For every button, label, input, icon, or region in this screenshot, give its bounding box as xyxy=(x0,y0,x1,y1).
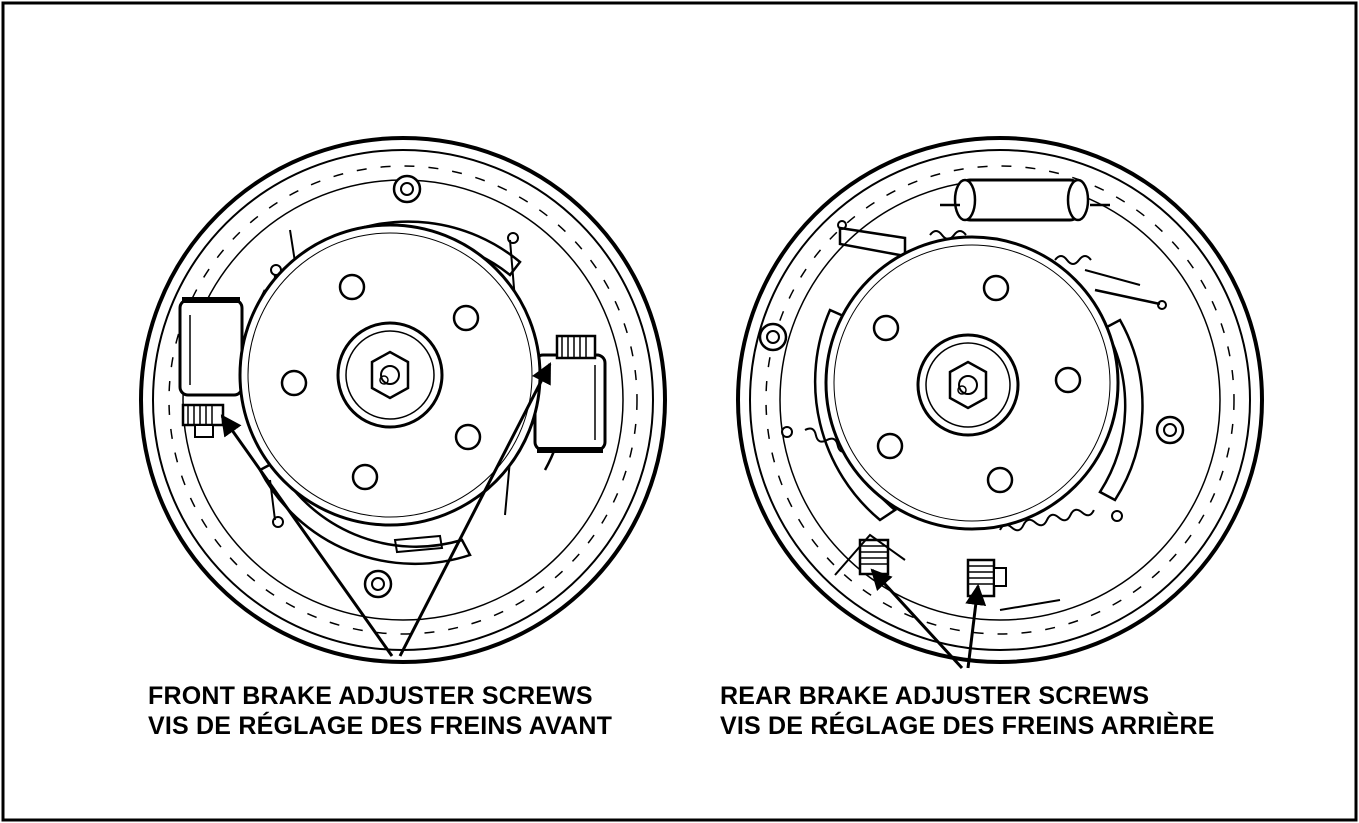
rear-lug-hole xyxy=(982,274,1010,302)
rear-lug-hole xyxy=(986,466,1014,494)
rear-caption-french: VIS DE RÉGLAGE DES FREINS ARRIÈRE xyxy=(720,712,1215,740)
rear-hub-nut xyxy=(948,360,988,410)
front-right-adjuster-screw xyxy=(555,334,597,360)
front-caption-english: FRONT BRAKE ADJUSTER SCREWS xyxy=(148,682,593,710)
front-lug-hole xyxy=(338,273,366,301)
front-left-wheel-cylinder xyxy=(178,297,244,397)
front-caption: FRONT BRAKE ADJUSTER SCREWS VIS DE RÉGLA… xyxy=(148,681,612,741)
rear-left-bolt xyxy=(758,322,788,352)
rear-backing-plate-outer xyxy=(736,136,1264,664)
front-lug-hole xyxy=(452,304,480,332)
front-hub-nut xyxy=(370,350,410,400)
rear-right-shoe xyxy=(1098,318,1144,502)
rear-lug-hole xyxy=(872,314,900,342)
front-backing-plate-outer xyxy=(139,136,667,664)
front-leader-arrows xyxy=(220,362,552,657)
front-lug-hole xyxy=(351,463,379,491)
front-left-adjuster-screw xyxy=(181,403,225,438)
rear-lug-hole xyxy=(876,432,904,460)
rear-caption-english: REAR BRAKE ADJUSTER SCREWS xyxy=(720,682,1150,710)
front-lower-shoe xyxy=(258,460,472,566)
rear-lug-hole xyxy=(1054,366,1082,394)
rear-wheel-cylinder xyxy=(940,178,1110,222)
front-top-bolt xyxy=(392,174,422,204)
front-brake-assembly xyxy=(139,136,667,664)
rear-caption: REAR BRAKE ADJUSTER SCREWS VIS DE RÉGLAG… xyxy=(720,681,1215,741)
front-caption-french: VIS DE RÉGLAGE DES FREINS AVANT xyxy=(148,712,613,740)
front-lug-hole xyxy=(280,369,308,397)
front-lug-hole xyxy=(454,423,482,451)
rear-leader-arrows xyxy=(870,568,987,670)
front-right-wheel-cylinder xyxy=(533,353,607,453)
rear-backing-plate-rim xyxy=(749,149,1251,651)
front-bottom-bolt xyxy=(363,569,393,599)
rear-right-bolt xyxy=(1155,415,1185,445)
